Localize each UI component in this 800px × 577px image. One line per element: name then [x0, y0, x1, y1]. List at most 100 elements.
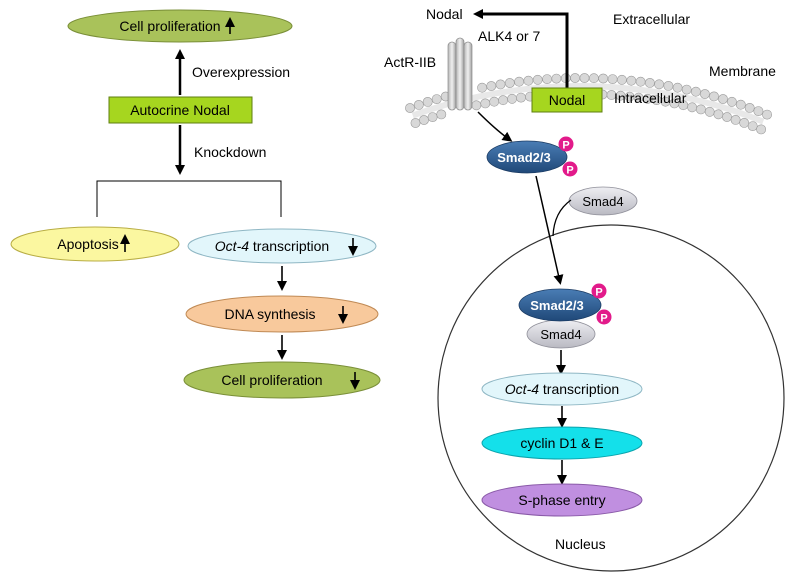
phospho-label: P	[600, 313, 607, 325]
lipid-head	[480, 98, 491, 109]
oct4-nucleus-ellipse	[481, 372, 643, 406]
apoptosis-label: Apoptosis	[57, 236, 118, 252]
receptor-to-smad-arrow	[477, 111, 513, 142]
dna-synthesis-ellipse	[185, 295, 379, 333]
phospho-icon	[562, 161, 578, 177]
lipid-head	[507, 93, 517, 104]
lipid-head	[486, 81, 497, 91]
lipid-head	[645, 78, 655, 88]
oct4-transcription-label: Oct-4 transcription	[215, 238, 329, 254]
intracellular-label: Intracellular	[614, 90, 687, 106]
smad4-join-line	[552, 199, 572, 237]
nucleus-label: Nucleus	[555, 536, 606, 552]
actr-iib-receptor	[447, 37, 473, 111]
lipid-head	[626, 75, 637, 86]
lipid-head	[405, 103, 415, 113]
lipid-head	[709, 91, 719, 102]
lipid-head	[744, 103, 755, 113]
lipid-head	[696, 104, 706, 115]
nodal-extracellular-label: Nodal	[426, 6, 463, 22]
autocrine-nodal-label: Autocrine Nodal	[130, 102, 230, 118]
lipid-head	[514, 76, 524, 87]
cell-proliferation-up-ellipse	[67, 9, 293, 43]
lipid-head	[516, 92, 526, 103]
lipid-head	[551, 73, 562, 84]
smad23-nucleus-label: Smad2/3	[530, 298, 583, 313]
cell-proliferation-up-label: Cell proliferation	[119, 18, 220, 34]
lipid-head	[579, 73, 590, 83]
lipid-head	[730, 115, 741, 125]
autocrine-nodal-box	[108, 96, 253, 124]
lipid-head	[431, 94, 442, 104]
lipid-head	[413, 100, 424, 110]
phospho-label: P	[566, 165, 573, 177]
lipid-head	[523, 75, 534, 86]
dna-synthesis-label: DNA synthesis	[224, 306, 315, 322]
lipid-head	[727, 96, 737, 107]
cell-proliferation-down-label: Cell proliferation	[221, 372, 322, 388]
lipid-head	[756, 124, 766, 135]
lipid-head	[735, 99, 746, 110]
lipid-head	[607, 74, 618, 84]
extracellular-label: Extracellular	[613, 11, 690, 27]
nodal-box-label: Nodal	[549, 92, 586, 108]
lipid-head	[691, 86, 701, 97]
lipid-head	[570, 73, 580, 83]
apoptosis-ellipse	[10, 226, 180, 262]
cell-proliferation-down-ellipse	[183, 361, 381, 399]
phospho-icon	[591, 283, 607, 299]
lipid-head	[589, 73, 599, 84]
lipid-head	[489, 96, 500, 107]
lipid-head	[427, 112, 438, 122]
lipid-head	[436, 109, 447, 120]
oct4-transcription-ellipse	[187, 228, 377, 264]
nodal-secretion-arrow	[473, 9, 569, 88]
smad-translocation-arrow	[535, 175, 564, 285]
smad4-label: Smad4	[582, 194, 623, 209]
sphase-ellipse	[481, 483, 643, 517]
nucleus	[437, 224, 785, 572]
oct4-nucleus-label: Oct-4 transcription	[505, 381, 619, 397]
lipid-head	[495, 79, 506, 90]
lipid-head	[542, 74, 552, 84]
knockdown-label: Knockdown	[194, 144, 266, 160]
cyclin-ellipse	[481, 426, 643, 460]
lipid-head	[598, 73, 609, 84]
smad4-nucleus-label: Smad4	[540, 327, 581, 342]
phospho-icon	[558, 136, 574, 152]
lipid-head	[471, 100, 482, 111]
lipid-head	[617, 74, 627, 85]
alk-label: ALK4 or 7	[478, 28, 540, 44]
membrane-label: Membrane	[709, 63, 776, 79]
overexpression-label: Overexpression	[192, 64, 290, 80]
lipid-head	[718, 94, 728, 104]
lipid-head	[700, 89, 710, 99]
sphase-label: S-phase entry	[518, 492, 605, 508]
lipid-head	[663, 81, 674, 91]
actr-iib-label: ActR-IIB	[384, 54, 436, 70]
phospho-label: P	[595, 287, 602, 299]
lipid-head	[687, 102, 697, 113]
cyclin-label: cyclin D1 & E	[520, 435, 603, 451]
lipid-head	[747, 121, 758, 131]
lipid-head	[410, 118, 421, 128]
nodal-box	[531, 87, 603, 113]
lipid-head	[635, 76, 646, 87]
lipid-head	[704, 106, 715, 117]
lipid-head	[504, 78, 515, 88]
smad23-nucleus	[518, 288, 602, 322]
smad23-cytoplasm	[486, 140, 568, 174]
lipid-head	[681, 84, 692, 95]
lipid-head	[762, 109, 772, 120]
lipid-head	[654, 79, 664, 90]
lipid-head	[739, 118, 750, 128]
lipid-head	[498, 95, 508, 106]
phospho-label: P	[562, 140, 569, 152]
lipid-head	[713, 109, 724, 120]
lipid-head	[477, 82, 487, 93]
smad23-label: Smad2/3	[497, 150, 550, 165]
lipid-head	[532, 74, 543, 85]
branch-bracket	[96, 180, 282, 217]
